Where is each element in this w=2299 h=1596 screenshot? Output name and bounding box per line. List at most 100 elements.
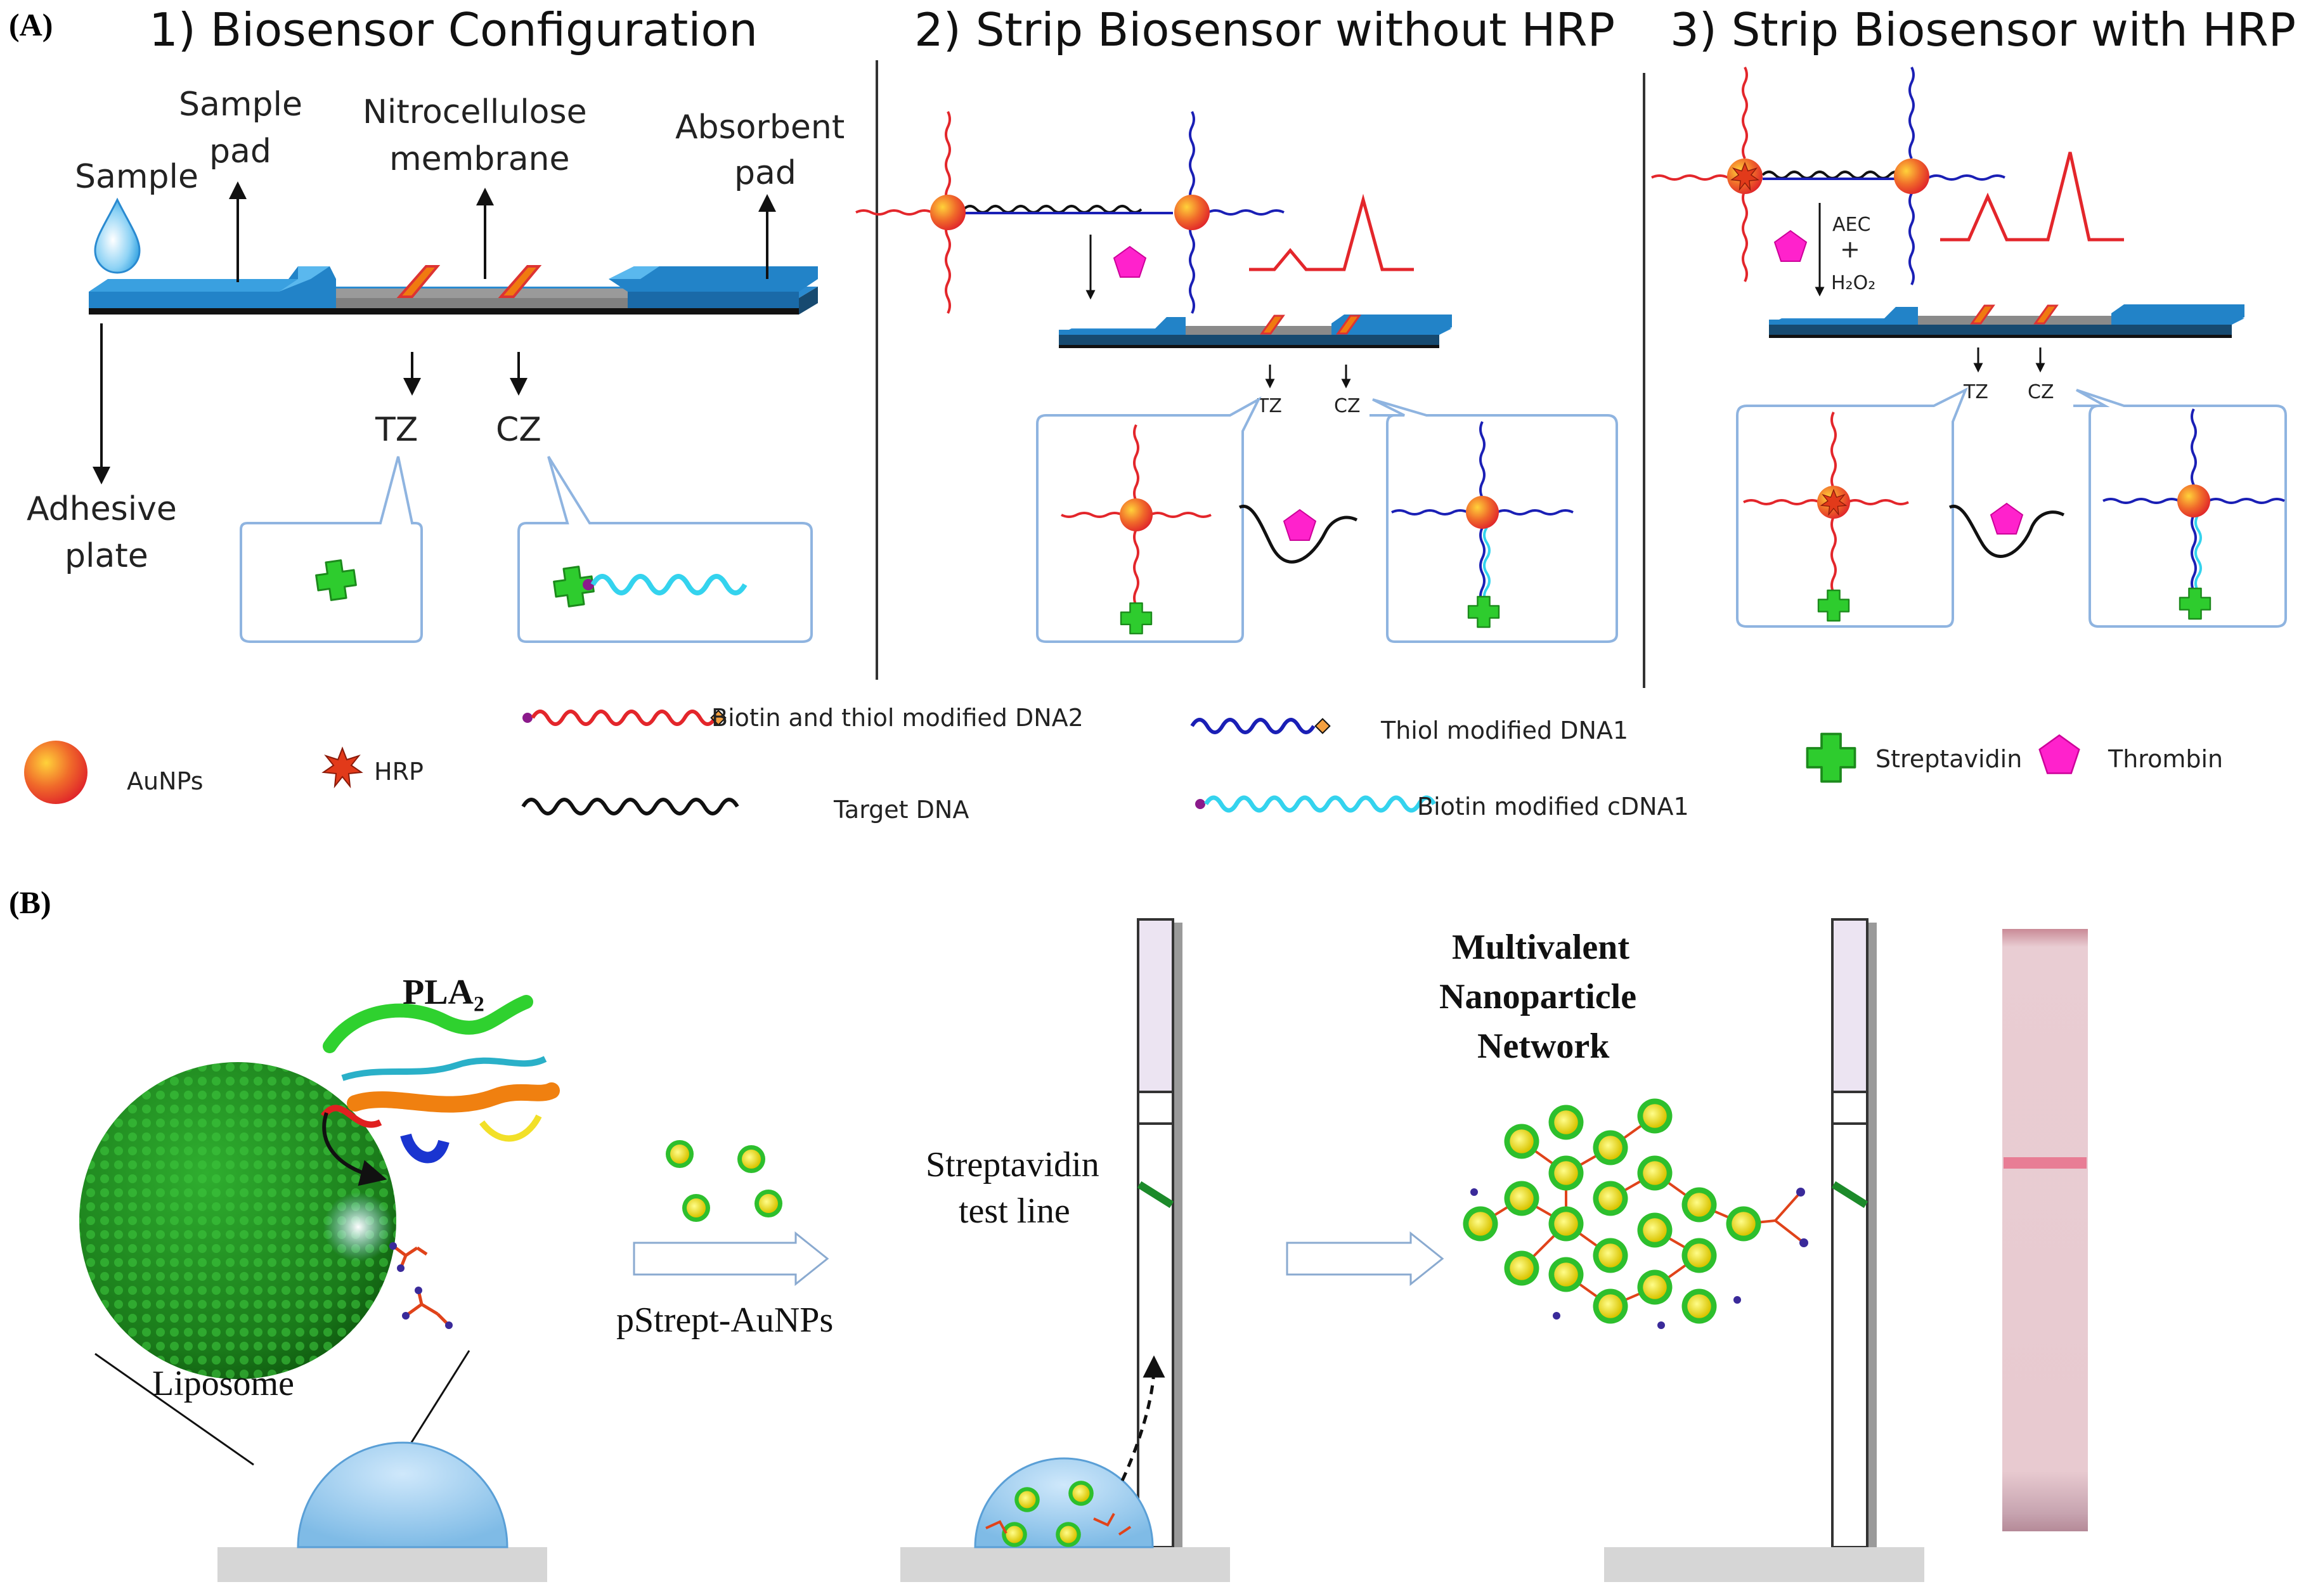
p2-signal: [1249, 193, 1414, 271]
panel-b-label: (B): [9, 885, 51, 920]
p3-tz-complex: [1743, 412, 1909, 622]
test-strip-1: [1137, 918, 1182, 1548]
sample-drop: [94, 197, 141, 274]
dome-aunp-1: [1014, 1487, 1040, 1512]
legend-target-symbol: [521, 798, 739, 815]
legend-streptavidin-symbol: [1806, 732, 1856, 783]
panel-a-label: (A): [9, 7, 53, 42]
test-line-label: Streptavidin test line: [926, 1145, 1108, 1231]
p3-tz-label: TZ: [1963, 381, 1988, 403]
dome-1: [297, 1441, 508, 1548]
p3-aec-label: AEC: [1832, 214, 1870, 236]
p3-strip: [1769, 304, 2244, 338]
legend-dna2-symbol: [531, 710, 717, 726]
cz-callout: [517, 455, 813, 643]
legend-cdna1-label: Biotin modified cDNA1: [1417, 793, 1689, 821]
legend-hrp-label: HRP: [374, 758, 424, 786]
p2-bound-thrombin: [1283, 509, 1316, 541]
pstrept-aunp-2: [737, 1145, 765, 1173]
dome-aunp-3: [1002, 1522, 1027, 1547]
nitrocellulose-label: Nitrocellulose membrane: [363, 93, 597, 178]
legend-dna1-label: Thiol modified DNA1: [1380, 717, 1628, 744]
dome-aunp-4: [1056, 1522, 1081, 1547]
legend-dna1-symbol: [1190, 718, 1316, 734]
legend-dna1-thiol: [1314, 718, 1331, 734]
zoom-line-left: [94, 1353, 254, 1466]
dome-linker: [985, 1513, 1132, 1536]
liposome-defect-glow: [323, 1192, 393, 1262]
lipid-fragment-2: [402, 1287, 453, 1329]
p3-aunp-complex: [1651, 67, 2005, 285]
test-strip-2: [1831, 918, 1877, 1548]
p2-target-dna: [1238, 504, 1358, 564]
sample-pad-label: Sample pad: [179, 86, 313, 171]
p2-strip: [1059, 315, 1452, 348]
tz-callout: [240, 456, 423, 643]
p3-cz-complex: [2102, 408, 2285, 620]
arrow-2: [1286, 1231, 1444, 1287]
p3-tz-callout: [1736, 387, 1968, 628]
legend-target-label: Target DNA: [833, 796, 969, 824]
substrate-3: [1604, 1547, 1924, 1582]
p3-signal: [1940, 152, 2124, 242]
strip-photo-line: [2004, 1157, 2087, 1169]
cz-biotin: [583, 579, 594, 590]
substrate-1: [217, 1547, 547, 1582]
liposome-label: Liposome: [152, 1364, 294, 1403]
p2-cz-label: CZ: [1334, 395, 1361, 417]
pla2-label: PLA₂: [403, 973, 484, 1012]
liposome-texture: [79, 1062, 396, 1379]
legend-dna2-thiol: [710, 710, 727, 726]
strip-photo: [2002, 929, 2088, 1531]
cz-cdna1: [590, 574, 748, 595]
legend-streptavidin-label: Streptavidin: [1875, 745, 2022, 773]
pstrept-aunp-1: [666, 1140, 694, 1168]
test-zone-mark: [396, 265, 441, 298]
test-line-1: [1137, 1181, 1174, 1209]
p3-h2o2-label: H₂O₂: [1831, 272, 1875, 294]
p3-bound-thrombin: [1990, 503, 2023, 535]
pstrept-aunp-4: [754, 1190, 782, 1217]
absorbent-pad-label: Absorbent pad: [675, 108, 855, 192]
cz-label: CZ: [496, 411, 541, 449]
p3-plus-label: +: [1840, 235, 1860, 263]
test-line-2: [1831, 1181, 1868, 1209]
legend-thrombin-label: Thrombin: [2108, 745, 2223, 773]
legend-cdna1-biotin: [1195, 799, 1205, 809]
p2-cz-complex: [1391, 421, 1574, 628]
legend-dna2-biotin: [522, 713, 533, 723]
dome-aunp-2: [1068, 1481, 1094, 1506]
legend-thrombin-symbol: [2038, 734, 2080, 774]
dashed-arrow: [1120, 1355, 1165, 1482]
pla2-protein: [321, 995, 560, 1164]
p3-thrombin: [1774, 230, 1807, 262]
sample-label: Sample: [75, 158, 198, 196]
arrow-1: [633, 1231, 829, 1287]
control-zone-mark: [498, 265, 542, 298]
p2-aunp-complex: [855, 111, 1285, 314]
p2-tz-complex: [1061, 424, 1212, 635]
legend-aunps-label: AuNPs: [127, 767, 204, 795]
pstrept-label: pStrept-AuNPs: [616, 1301, 833, 1340]
substrate-2: [900, 1547, 1230, 1582]
pla2-action-arrow: [322, 1112, 387, 1186]
config-strip: [89, 266, 818, 315]
adhesive-plate-label: Adhesive plate: [27, 490, 187, 575]
legend-cdna1-symbol: [1203, 795, 1437, 813]
lipid-fragment-1: [389, 1242, 428, 1272]
network-label: Multivalent Nanoparticle Network: [1439, 928, 1645, 1066]
title-strip-with-hrp: 3) Strip Biosensor with HRP: [1670, 3, 2296, 56]
p3-cz-label: CZ: [2028, 381, 2054, 403]
legend-dna2-label: Biotin and thiol modified DNA2: [711, 704, 1084, 732]
network-biotin-ends: [1470, 1188, 1808, 1329]
p2-tz-label: TZ: [1257, 395, 1282, 417]
legend-aunps-symbol: [24, 741, 87, 804]
p2-thrombin: [1113, 246, 1146, 278]
p3-target-dna: [1948, 504, 2065, 558]
title-biosensor-configuration: 1) Biosensor Configuration: [149, 3, 758, 56]
pstrept-aunp-3: [682, 1194, 710, 1222]
title-strip-without-hrp: 2) Strip Biosensor without HRP: [914, 3, 1615, 56]
tz-label: TZ: [375, 411, 418, 449]
legend-hrp-symbol: [323, 748, 362, 787]
